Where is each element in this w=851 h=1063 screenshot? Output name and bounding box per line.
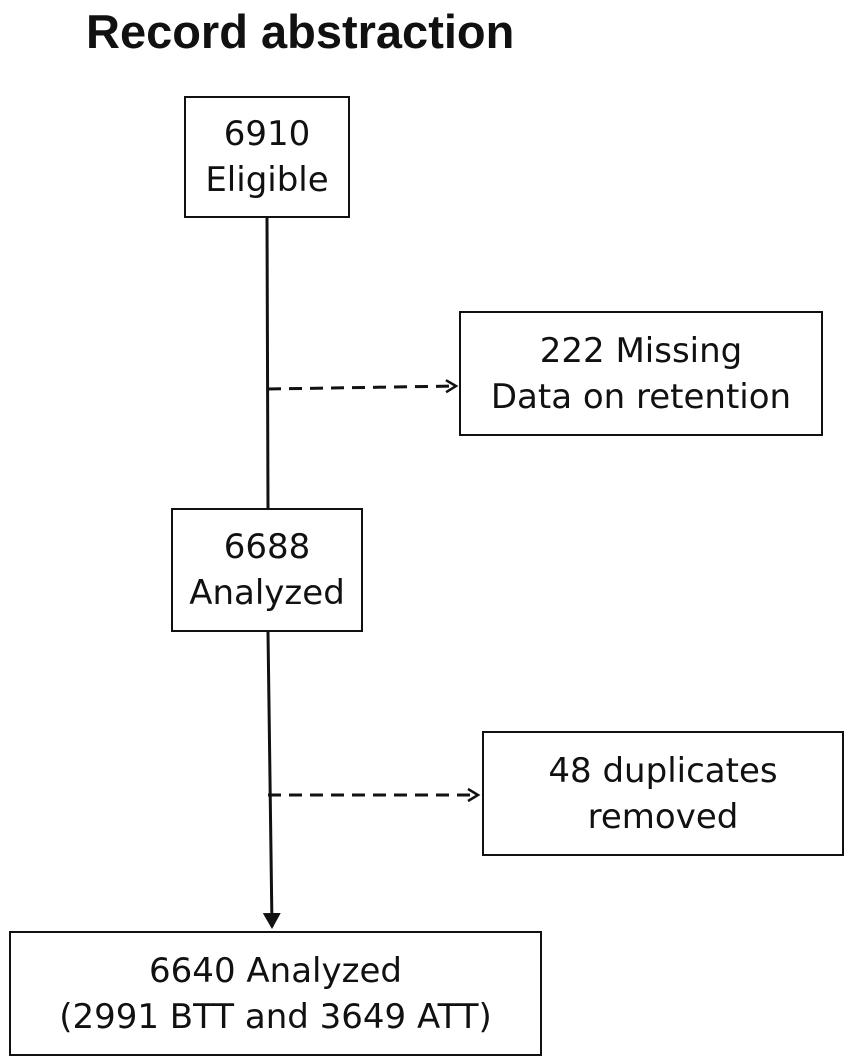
node-missing-label: Data on retention xyxy=(490,376,792,417)
node-analyzed-label: Analyzed xyxy=(189,573,345,613)
node-final-analyzed: 6640 Analyzed (2991 BTT and 3649 ATT) xyxy=(9,931,542,1056)
dashed-arrow-to-missing xyxy=(267,379,459,394)
node-final-breakdown: (2991 BTT and 3649 ATT) xyxy=(59,996,492,1037)
node-final-count: 6640 Analyzed xyxy=(149,950,402,991)
connector-eligible-to-analyzed xyxy=(265,217,270,509)
node-duplicates-count: 48 duplicates xyxy=(548,750,778,791)
node-duplicates-label: removed xyxy=(587,796,739,837)
node-missing-data: 222 Missing Data on retention xyxy=(459,311,823,436)
node-eligible-count: 6910 xyxy=(223,114,311,154)
node-analyzed: 6688 Analyzed xyxy=(171,508,363,632)
node-analyzed-count: 6688 xyxy=(223,527,311,567)
node-duplicates-removed: 48 duplicates removed xyxy=(482,731,844,856)
connector-analyzed-to-final xyxy=(262,631,281,929)
node-eligible-label: Eligible xyxy=(205,160,329,200)
node-eligible: 6910 Eligible xyxy=(184,96,350,218)
node-missing-count: 222 Missing xyxy=(539,330,743,371)
diagram-title: Record abstraction xyxy=(86,5,515,58)
